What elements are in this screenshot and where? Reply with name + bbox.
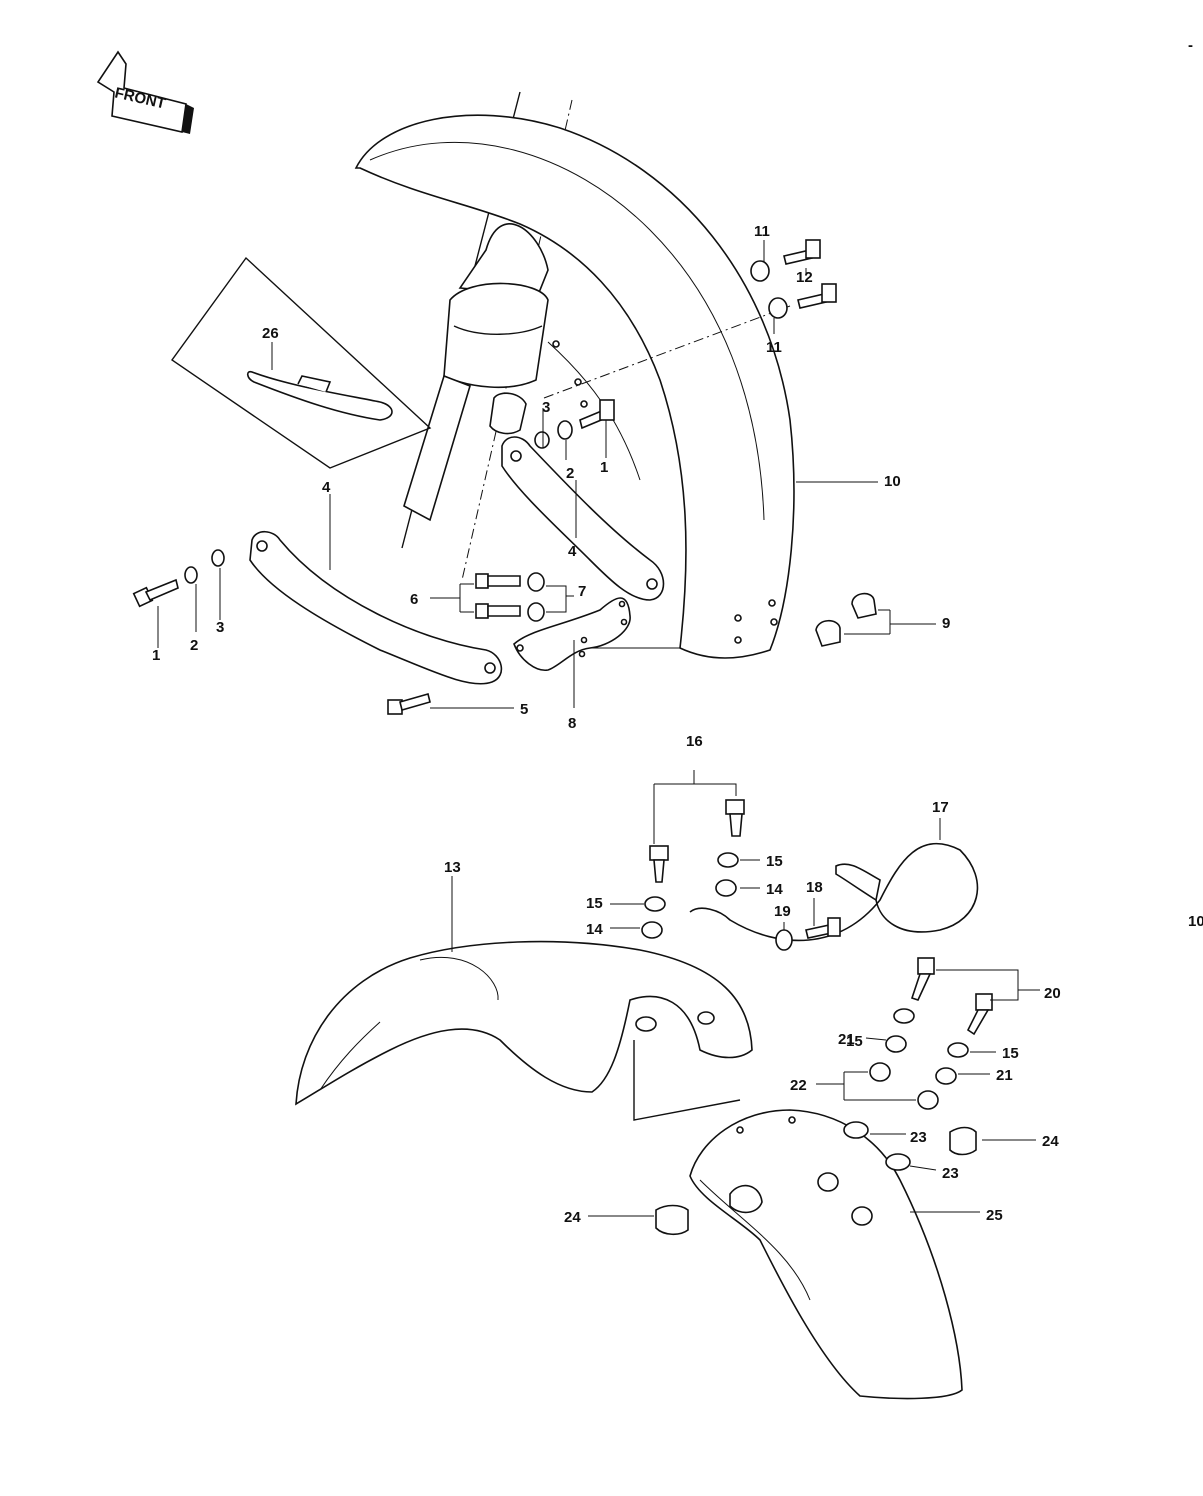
callout-2: 2 [566, 465, 574, 482]
callout-14: 14 [766, 881, 783, 898]
callout-21: 21 [838, 1031, 855, 1048]
callout-4: 4 [322, 479, 331, 496]
callout-21: 21 [996, 1067, 1013, 1084]
callout-10: 10 [884, 473, 901, 490]
callout-18: 18 [806, 879, 823, 896]
callout-8: 8 [568, 715, 576, 732]
callout-12: 12 [796, 269, 813, 286]
callout-6: 6 [410, 591, 418, 608]
callout-11: 11 [754, 223, 770, 240]
callout-3: 3 [216, 619, 224, 636]
callout-19: 19 [774, 903, 791, 920]
rear-fender-front-section [295, 940, 753, 1121]
callout-15: 15 [846, 1033, 863, 1050]
emblem-inset [171, 256, 432, 469]
front-fasteners [132, 239, 877, 715]
callout-14: 14 [586, 921, 603, 938]
callout-16: 16 [686, 733, 703, 750]
leader-lines [157, 240, 1040, 1217]
callout-24: 24 [564, 1209, 581, 1226]
front-fork [401, 91, 573, 581]
rear-fasteners [641, 799, 993, 1236]
callout-3: 3 [542, 399, 550, 416]
callout-20: 20 [1044, 985, 1061, 1002]
callout-24: 24 [1042, 1133, 1059, 1150]
fender-stay-right [501, 436, 665, 601]
front-fender [354, 114, 795, 659]
callout-23: 23 [942, 1165, 959, 1182]
callout-4: 4 [568, 543, 577, 560]
fender-bracket [513, 597, 631, 671]
callout-13: 13 [444, 859, 461, 876]
callout-15: 15 [586, 895, 603, 912]
callout-labels: 1 2 3 1 2 3 4 4 5 6 7 8 9 10 11 11 12 13… [152, 223, 1061, 1226]
callout-1: 1 [152, 647, 160, 664]
callout-22: 22 [790, 1077, 807, 1094]
callout-7: 7 [578, 583, 586, 600]
callout-25: 25 [986, 1207, 1003, 1224]
grab-handle [689, 842, 979, 942]
rear-fender-rear-section [689, 1109, 963, 1400]
callout-17: 17 [932, 799, 949, 816]
callout-5: 5 [520, 701, 528, 718]
callout-2: 2 [190, 637, 198, 654]
callout-9: 9 [942, 615, 950, 632]
callout-1: 1 [600, 459, 608, 476]
callout-26: 26 [262, 325, 279, 342]
callout-15: 15 [1002, 1045, 1019, 1062]
callout-15: 15 [766, 853, 783, 870]
edge-mark-right: 10 [1188, 913, 1203, 930]
front-arrow-badge: FRONT [96, 50, 194, 134]
fender-stay-left [249, 530, 503, 685]
callout-11: 11 [766, 339, 782, 356]
callout-23: 23 [910, 1129, 927, 1146]
edge-mark-top-right: - [1188, 37, 1193, 54]
